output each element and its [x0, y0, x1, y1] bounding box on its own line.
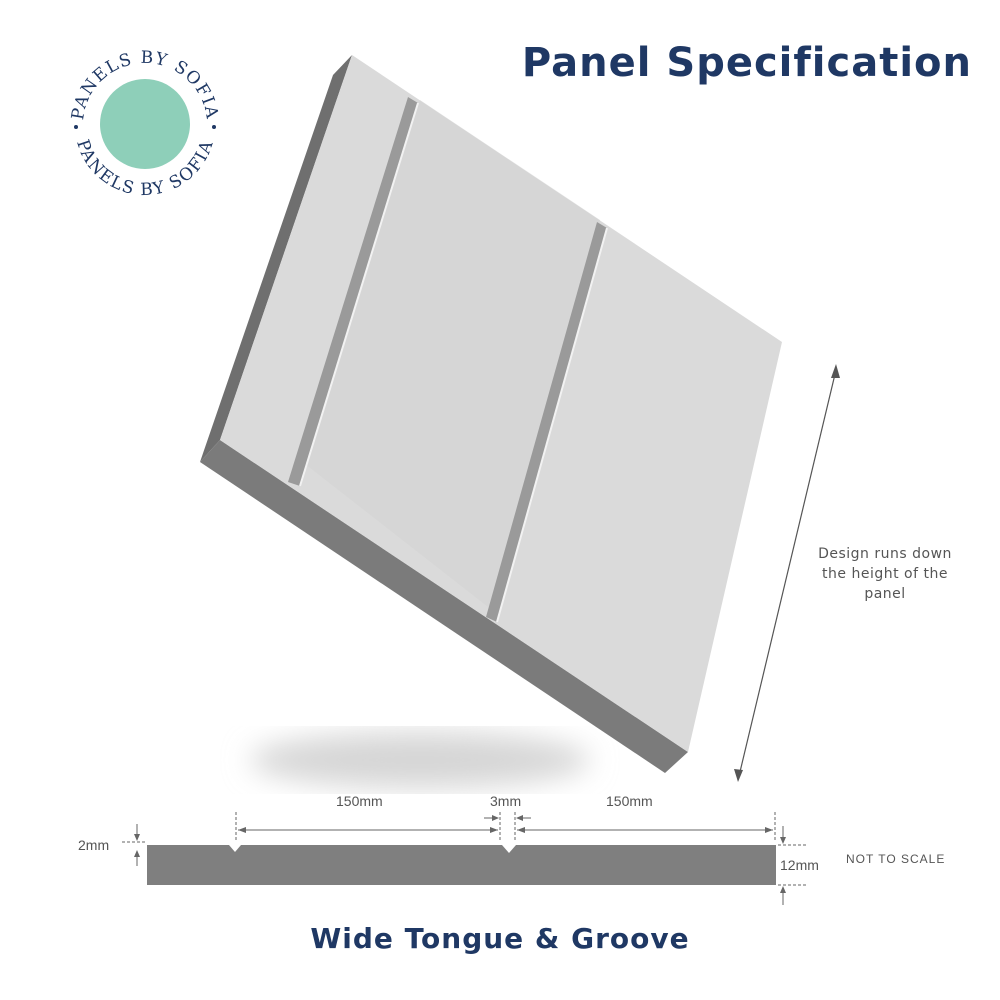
dim-board-width-right: 150mm — [606, 793, 653, 809]
height-arrow — [734, 364, 840, 782]
groove-left-highlight — [299, 102, 419, 487]
dim-groove-depth: 2mm — [78, 837, 110, 853]
panel-direction-note: Design runs down the height of the panel — [818, 546, 952, 602]
cross-section-groove-left — [229, 845, 241, 852]
cross-section-groove-mid — [502, 845, 516, 853]
cross-section-body — [147, 845, 776, 885]
page-title: Panel Specification — [521, 40, 972, 86]
logo-dot-right — [212, 125, 216, 129]
logo-dot-left — [74, 125, 78, 129]
panel-shadow — [250, 732, 590, 788]
dim-groove-width: 3mm — [490, 793, 522, 809]
cross-section-diagram — [122, 812, 808, 905]
product-name: Wide Tongue & Groove — [310, 922, 690, 955]
scale-note: NOT TO SCALE — [846, 852, 946, 866]
logo-circle — [100, 79, 190, 169]
groove-left — [288, 97, 418, 486]
panel-left-edge — [200, 55, 352, 462]
dim-board-width-left: 150mm — [336, 793, 383, 809]
dim-thickness: 12mm — [780, 857, 819, 873]
groove-right-highlight — [496, 227, 608, 623]
groove-right — [486, 222, 607, 622]
panel-bottom-edge — [200, 440, 688, 773]
panel-3d-illustration — [200, 55, 782, 773]
